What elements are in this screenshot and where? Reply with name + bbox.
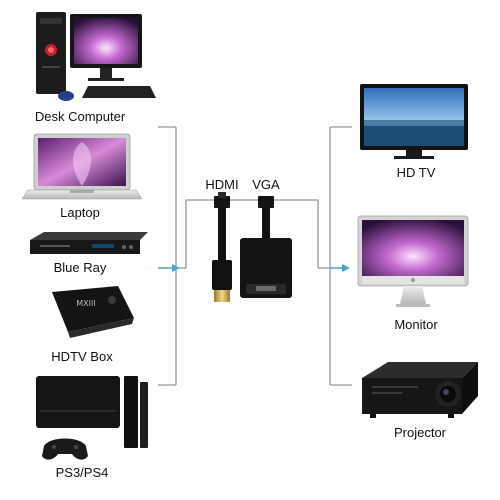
source-label-hdtv-box: HDTV Box (51, 349, 113, 364)
hdmi-to-vga-adapter-icon (212, 192, 292, 302)
hdtv-box-brand: MXIII (76, 299, 95, 308)
source-label-blue-ray: Blue Ray (54, 260, 107, 275)
source-connector-bracket (158, 126, 186, 386)
adapter-line (185, 199, 319, 268)
source-label-desk-computer: Desk Computer (35, 109, 126, 124)
output-connector-bracket (318, 126, 352, 386)
hdtv-icon (360, 84, 468, 159)
hdmi-label: HDMI (205, 177, 238, 192)
source-label-laptop: Laptop (60, 205, 100, 220)
monitor-icon (357, 215, 469, 307)
output-label-projector: Projector (394, 425, 447, 440)
desk-computer-icon (36, 12, 156, 101)
output-label-monitor: Monitor (394, 317, 438, 332)
blu-ray-player-icon (30, 232, 148, 254)
laptop-icon (21, 133, 143, 200)
output-label-hd-tv: HD TV (397, 165, 436, 180)
game-console-icon (36, 376, 148, 460)
vga-label: VGA (252, 177, 280, 192)
hdtv-box-icon: MXIII (52, 286, 134, 338)
source-arrow-icon (158, 264, 180, 272)
source-label-ps3-ps4: PS3/PS4 (56, 465, 109, 480)
projector-icon (362, 362, 478, 418)
output-arrow-icon (330, 264, 350, 272)
